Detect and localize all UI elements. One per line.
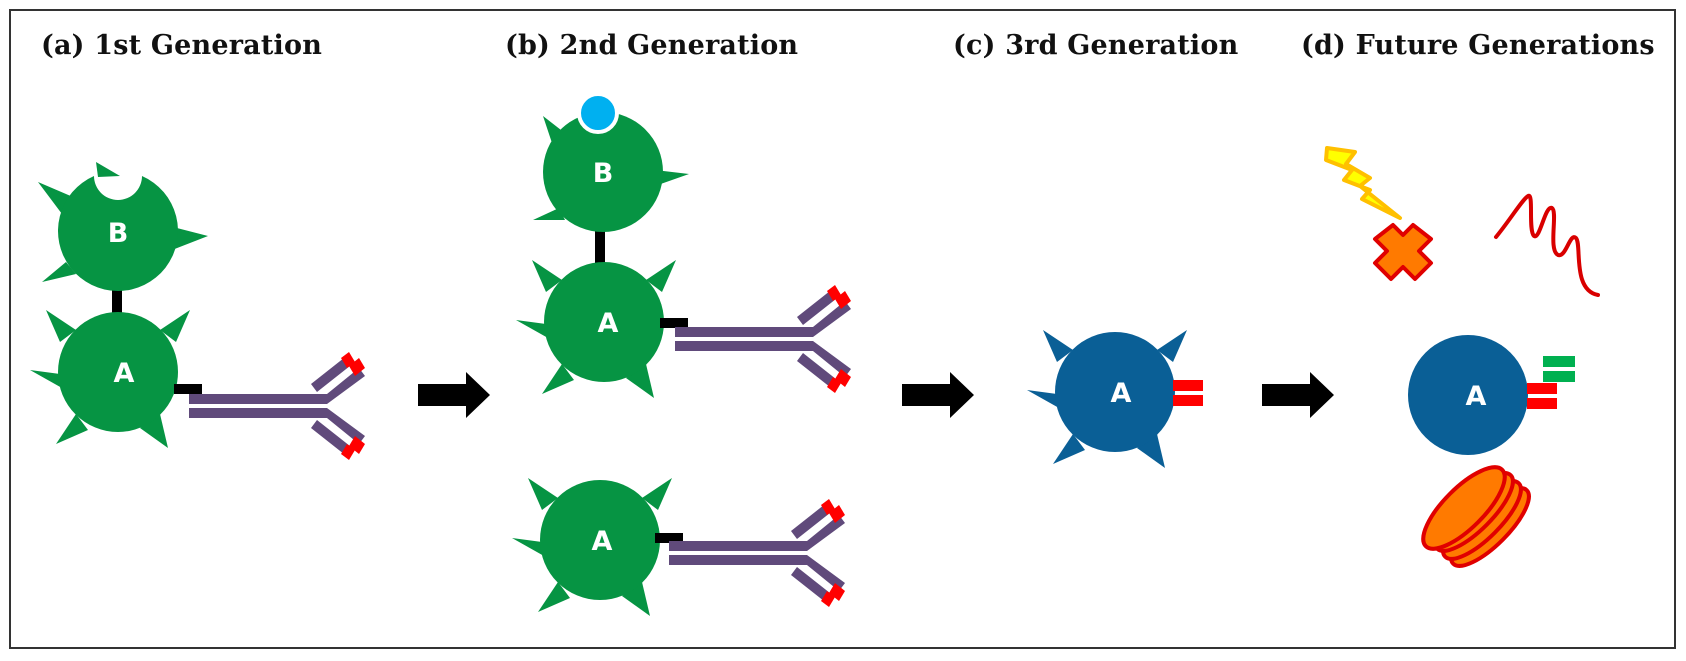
cell-a-label: A [114, 358, 135, 389]
linker-bar [595, 228, 605, 264]
arrow-right-icon [1262, 372, 1334, 418]
panel-title-2nd-generation: (b) 2nd Generation [505, 30, 799, 61]
cell-a: A [30, 310, 190, 448]
lightning-icon [1324, 146, 1402, 220]
figure-frame [9, 9, 1676, 649]
panel-title-3rd-generation: (c) 3rd Generation [953, 30, 1239, 61]
hinge-bar [660, 318, 688, 328]
hinge-bar [655, 533, 683, 543]
ligand-blue-circle [577, 92, 619, 134]
antigen-receptor-bar [1527, 383, 1557, 394]
cell-a-label: A [598, 308, 619, 339]
antigen-tip [835, 369, 851, 387]
hinge-bar [174, 384, 202, 394]
secondary-receptor-bar [1543, 356, 1575, 367]
cross-icon [1373, 223, 1433, 281]
antigen-tip [829, 505, 845, 523]
linker-bar [112, 285, 122, 315]
arrow-right-icon [902, 372, 974, 418]
secondary-receptor-bar [1543, 371, 1575, 382]
panel-3rd-generation: A [1027, 330, 1203, 468]
cell-b-label: B [108, 218, 129, 249]
antigen-receptor-bar [1173, 380, 1203, 391]
cell-a-label: A [1111, 378, 1132, 409]
wave-icon [1494, 193, 1600, 297]
antigen-receptor-bar [1173, 395, 1203, 406]
arrow-right-icon [418, 372, 490, 418]
panel-title-future-generations: (d) Future Generations [1301, 30, 1655, 61]
antibody-scfv [675, 285, 851, 393]
cell-a-label: A [592, 526, 613, 557]
antigen-receptor-bar [1527, 398, 1557, 409]
panel-1st-generation: B A [30, 162, 365, 460]
antibody-scfv [669, 499, 845, 607]
cell-b-label: B [593, 158, 614, 189]
antibody-scfv [189, 352, 365, 460]
cell-a-label: A [1466, 381, 1487, 412]
panel-2nd-generation: B A A [512, 92, 851, 616]
cell-a: A [516, 260, 676, 398]
cell-b: B [38, 162, 208, 291]
cell-a-blue: A [1408, 335, 1528, 455]
panel-title-1st-generation: (a) 1st Generation [41, 30, 323, 61]
antigen-tip [835, 291, 851, 309]
antigen-tip [829, 583, 845, 601]
cell-a: A [512, 478, 672, 616]
antigen-tip [349, 358, 365, 376]
antigen-tip [349, 436, 365, 454]
cell-a-blue: A [1027, 330, 1187, 468]
cell-b: B [533, 112, 689, 232]
panel-future-generations: A [1324, 146, 1600, 568]
stacked-disks-icon [1421, 465, 1531, 568]
